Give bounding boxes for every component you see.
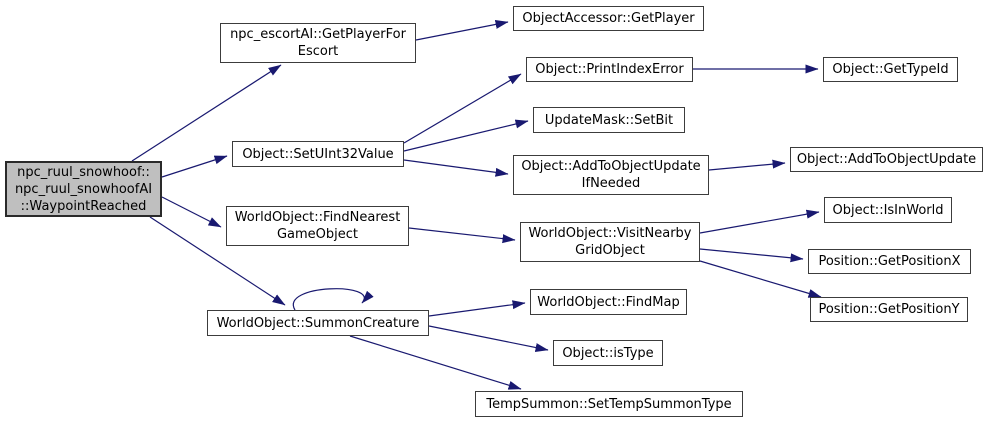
edge-waypoint-reached-to-set-uint32-value	[161, 155, 228, 178]
edge-summon-creature-to-find-map	[428, 300, 526, 317]
edge-find-nearest-game-object-to-visit-nearby-grid-object	[408, 227, 516, 244]
node-summon-creature[interactable]: WorldObject::SummonCreature	[207, 310, 429, 336]
node-add-to-object-update[interactable]: Object::AddToObjectUpdate	[790, 147, 983, 172]
edge-waypoint-reached-to-get-player-for-escort	[131, 64, 282, 162]
node-object-accessor-get-player[interactable]: ObjectAccessor::GetPlayer	[513, 6, 704, 31]
edge-visit-nearby-grid-object-to-get-position-y	[699, 260, 822, 298]
node-set-uint32-value[interactable]: Object::SetUInt32Value	[232, 141, 404, 167]
edge-add-to-object-update-if-needed-to-add-to-object-update	[708, 159, 786, 171]
edge-visit-nearby-grid-object-to-is-in-world	[699, 209, 820, 234]
edge-get-player-for-escort-to-object-accessor-get-player	[415, 19, 509, 41]
edge-set-uint32-value-to-add-to-object-update-if-needed	[403, 159, 509, 177]
node-get-position-y[interactable]: Position::GetPositionY	[810, 297, 968, 322]
edge-summon-creature-to-set-temp-summon-type	[349, 335, 522, 390]
node-update-mask-set-bit[interactable]: UpdateMask::SetBit	[533, 107, 685, 133]
edge-summon-creature-to-is-type	[428, 325, 549, 352]
edge-set-uint32-value-to-print-index-error	[403, 73, 522, 144]
node-get-position-x[interactable]: Position::GetPositionX	[808, 249, 971, 274]
node-visit-nearby-grid-object[interactable]: WorldObject::VisitNearby GridObject	[520, 222, 700, 262]
edge-waypoint-reached-to-find-nearest-game-object	[161, 196, 222, 228]
edge-visit-nearby-grid-object-to-get-position-x	[699, 248, 804, 263]
node-get-type-id[interactable]: Object::GetTypeId	[823, 57, 958, 82]
edge-waypoint-reached-to-summon-creature	[149, 216, 286, 306]
edge-set-uint32-value-to-update-mask-set-bit	[403, 119, 529, 152]
node-add-to-object-update-if-needed[interactable]: Object::AddToObjectUpdate IfNeeded	[513, 155, 709, 195]
node-get-player-for-escort[interactable]: npc_escortAI::GetPlayerFor Escort	[220, 23, 416, 63]
node-print-index-error[interactable]: Object::PrintIndexError	[526, 57, 693, 82]
node-is-in-world[interactable]: Object::IsInWorld	[824, 197, 952, 223]
node-find-map[interactable]: WorldObject::FindMap	[530, 289, 687, 315]
edge-summon-creature-to-summon-creature	[292, 288, 374, 311]
node-waypoint-reached[interactable]: npc_ruul_snowhoof:: npc_ruul_snowhoofAI …	[5, 161, 162, 217]
node-set-temp-summon-type[interactable]: TempSummon::SetTempSummonType	[475, 391, 743, 417]
node-is-type[interactable]: Object::isType	[553, 340, 663, 366]
node-find-nearest-game-object[interactable]: WorldObject::FindNearest GameObject	[226, 206, 409, 246]
